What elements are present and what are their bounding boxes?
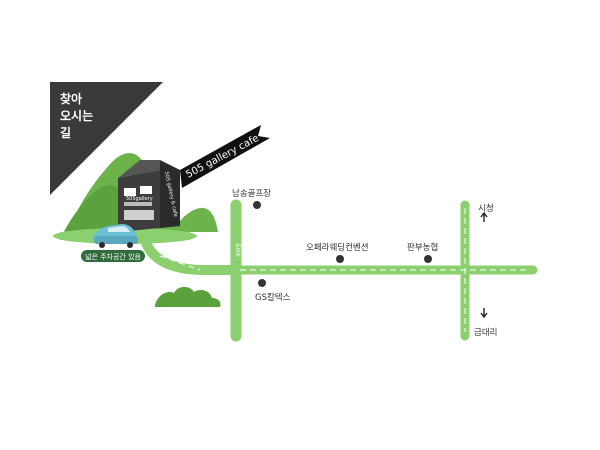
cityhall-label: 시청 [478,204,494,214]
dongdae-road-label: 동대로 [234,243,241,257]
banner-text: 505 gallery cafe [184,133,261,181]
window-3 [124,202,152,206]
entrance-glass [124,210,154,220]
geumdae-label: 금대리 [474,328,497,338]
access-road-lane [159,255,201,271]
golf-label: 남송골프장 [232,188,271,199]
arrow-down-icon [480,308,488,319]
bush [155,286,221,307]
farm-marker [424,255,432,263]
banner-shape [180,125,270,188]
parking-label: 넓은 주차공간 있음 [85,252,142,261]
window-2 [140,186,152,194]
parking-label-bg [81,250,145,262]
parking-area: 넓은 주차공간 있음 [81,224,145,262]
corner-badge: 찾아 오시는 길 [50,82,163,195]
golf-marker [253,201,261,209]
landmarks: 남송골프장 오페라웨딩컨벤션 판부농협 GS칼텍스 시청 금대리 [232,188,497,338]
corner-title-line1: 찾아 [60,91,82,106]
farm-label: 판부농협 [407,242,438,253]
corner-title-line2: 오시는 [60,109,93,123]
wedding-marker [336,255,344,263]
gas-marker [258,279,266,287]
cafe-banner: 505 gallery cafe [180,125,270,188]
roads: 동대로 [140,199,538,342]
corner-triangle [50,82,163,195]
arrow-up-icon [480,211,488,222]
wedding-label: 오페라웨딩컨벤션 [306,242,369,253]
building-side [160,160,180,228]
building-top [118,160,160,178]
gas-label: GS칼텍스 [255,292,291,303]
cafe-building: 505gallery 505 gallery & cafe [118,160,180,232]
corner-title-line3: 길 [60,126,71,140]
entrance-sign: 505gallery [126,196,153,202]
hill-right [172,207,218,232]
car-icon [92,224,138,248]
window-1 [124,188,136,196]
